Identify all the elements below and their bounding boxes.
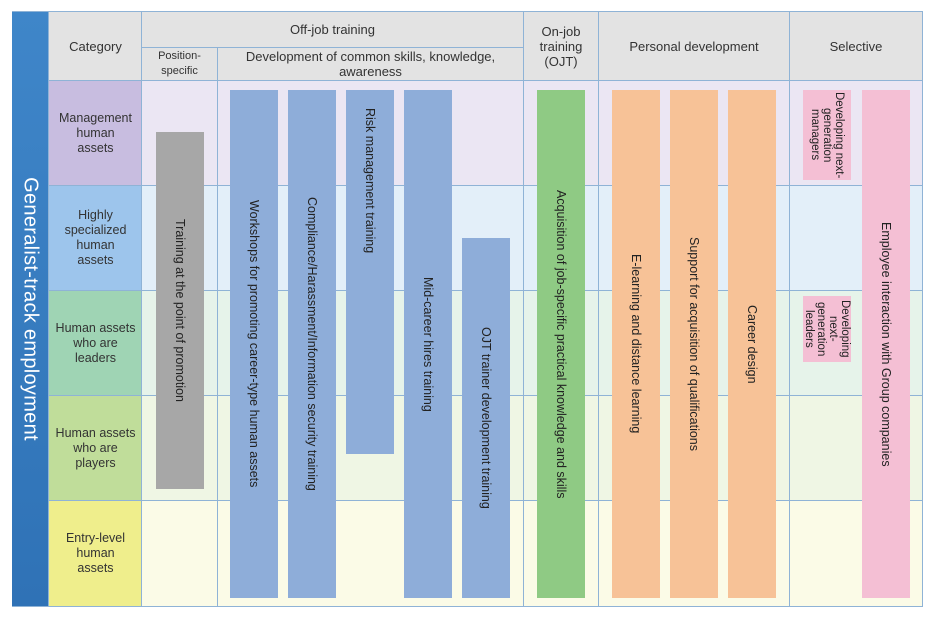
grid-line bbox=[922, 11, 923, 607]
category-entry-level: Entry-level human assets bbox=[49, 501, 142, 606]
bar-label: Risk management training bbox=[363, 108, 377, 254]
category-players: Human assets who are players bbox=[49, 396, 142, 500]
bar-label: Career design bbox=[745, 304, 759, 384]
grid-line bbox=[12, 11, 923, 12]
grid-line bbox=[523, 11, 524, 607]
bar-job-specific-skills: Acquisition of job-specific practical kn… bbox=[537, 90, 585, 598]
bar-risk-management: Risk management training bbox=[346, 90, 394, 454]
bar-ojt-trainer-development: OJT trainer development training bbox=[462, 238, 510, 598]
box-label: Developing next-generation managers bbox=[809, 91, 845, 179]
bar-label: Mid-career hires training bbox=[421, 276, 435, 412]
box-next-gen-managers: Developing next-generation managers bbox=[803, 90, 851, 180]
box-next-gen-leaders: Developing next-generation leaders bbox=[803, 296, 851, 362]
bar-label: Support for acquisition of qualification… bbox=[687, 236, 701, 451]
grid-line bbox=[49, 185, 923, 186]
position-specific-header: Position-specific bbox=[142, 48, 217, 80]
grid-line bbox=[142, 47, 523, 48]
grid-line bbox=[789, 11, 790, 607]
generalist-track-text: Generalist-track employment bbox=[19, 177, 42, 441]
selective-header: Selective bbox=[790, 12, 922, 80]
bar-label: Compliance/Harassment/Information securi… bbox=[305, 197, 319, 491]
bar-group-interaction: Employee interaction with Group companie… bbox=[862, 90, 910, 598]
bar-label: OJT trainer development training bbox=[479, 327, 493, 509]
generalist-track-label: Generalist-track employment bbox=[12, 12, 48, 606]
category-leaders: Human assets who are leaders bbox=[49, 291, 142, 395]
bar-career-design: Career design bbox=[728, 90, 776, 598]
bar-qualifications-support: Support for acquisition of qualification… bbox=[670, 90, 718, 598]
personal-development-header: Personal development bbox=[599, 12, 789, 80]
ojt-header: On-job training (OJT) bbox=[524, 12, 598, 80]
bar-label: Acquisition of job-specific practical kn… bbox=[554, 189, 568, 499]
category-management: Management human assets bbox=[49, 81, 142, 185]
off-job-header: Off-job training bbox=[142, 12, 523, 47]
category-header: Category bbox=[49, 12, 142, 80]
grid-line bbox=[598, 11, 599, 607]
grid-line bbox=[49, 80, 923, 81]
common-skills-header: Development of common skills, knowledge,… bbox=[218, 48, 523, 80]
grid-line bbox=[48, 11, 49, 607]
grid-line bbox=[141, 11, 142, 607]
grid-line bbox=[217, 47, 218, 607]
box-label: Developing next-generation leaders bbox=[803, 300, 851, 358]
bar-label: Workshops for promoting career-type huma… bbox=[247, 200, 261, 488]
bar-e-learning: E-learning and distance learning bbox=[612, 90, 660, 598]
bar-workshops-career-type: Workshops for promoting career-type huma… bbox=[230, 90, 278, 598]
bar-mid-career-hires: Mid-career hires training bbox=[404, 90, 452, 598]
bar-label: Employee interaction with Group companie… bbox=[879, 221, 893, 467]
bar-label: E-learning and distance learning bbox=[629, 254, 643, 434]
category-highly-specialized: Highly specialized human assets bbox=[49, 186, 142, 290]
bar-compliance-training: Compliance/Harassment/Information securi… bbox=[288, 90, 336, 598]
bar-training-at-promotion: Training at the point of promotion bbox=[156, 132, 204, 489]
bar-label: Training at the point of promotion bbox=[173, 219, 187, 402]
grid-line bbox=[12, 606, 923, 607]
